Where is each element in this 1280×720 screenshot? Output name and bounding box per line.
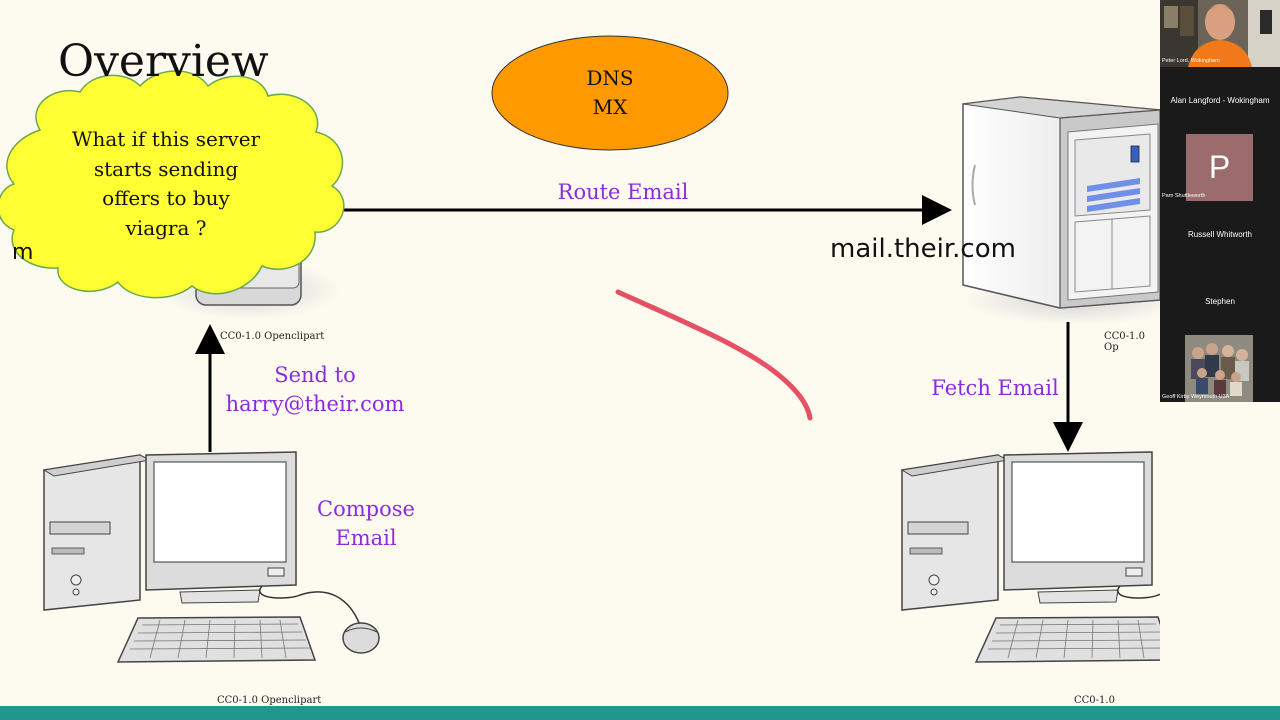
sender-server-label-partial: m (12, 240, 34, 265)
desktop-computer-icon (42, 451, 380, 663)
participant-video (1160, 335, 1280, 402)
participant-video (1160, 0, 1280, 67)
participant-name: Peter Lord, Wokingham (1162, 58, 1220, 64)
credit-left-server: CC0-1.0 Openclipart (220, 331, 325, 342)
compose-email-label: Compose Email (306, 495, 426, 553)
mx-label: MX (592, 95, 628, 119)
desktop-computer-icon (900, 451, 1160, 663)
participant-name: Stephen (1205, 297, 1235, 306)
participant-tile[interactable]: Peter Lord, Wokingham (1160, 0, 1280, 67)
pen-annotation (615, 289, 813, 421)
slide-title: Overview (58, 36, 269, 87)
server-icon (962, 96, 1160, 325)
participants-panel: Peter Lord, Wokingham Alan Langford - Wo… (1160, 0, 1280, 402)
fetch-email-label: Fetch Email (931, 376, 1059, 400)
participant-tile[interactable]: Stephen (1160, 268, 1280, 335)
avatar: P (1186, 134, 1253, 201)
credit-left-pc: CC0-1.0 Openclipart (217, 695, 322, 706)
callout-line: What if this server (71, 127, 261, 151)
participant-name: Geoff Kirby Weymouth U3A (1162, 394, 1230, 400)
participant-tile[interactable]: P Pam Shuttleworth (1160, 134, 1280, 201)
dns-mx-label: DNS MX (492, 64, 728, 122)
compose-line: Compose (317, 497, 415, 521)
recipient-address: harry@their.com (225, 392, 405, 416)
participant-tile[interactable]: Geoff Kirby Weymouth U3A (1160, 335, 1280, 402)
email-flow-diagram (0, 35, 1160, 663)
cloud-callout-icon (0, 70, 345, 299)
send-to-line: Send to (274, 363, 356, 387)
avatar-initial: P (1208, 149, 1231, 185)
route-email-label: Route Email (557, 180, 689, 204)
participant-name: Pam Shuttleworth (1162, 193, 1206, 199)
callout-line: starts sending (93, 156, 239, 181)
credit-right-server: CC0-1.0 Op (1104, 331, 1145, 353)
presentation-slide: Overview DNS MX What if this server star… (0, 35, 1160, 717)
callout-line: viagra ? (125, 215, 207, 240)
dns-ellipse-icon (491, 35, 729, 151)
email-line: Email (335, 526, 397, 550)
participant-tile[interactable]: Russell Whitworth (1160, 201, 1280, 268)
participant-name: Russell Whitworth (1187, 230, 1252, 239)
slide-footer-bar (0, 706, 1280, 720)
participant-tile[interactable]: Alan Langford - Wokingham (1160, 67, 1280, 134)
dns-label: DNS (586, 66, 634, 90)
their-server-label: mail.their.com (830, 234, 1016, 264)
callout-line: offers to buy (102, 186, 230, 210)
send-to-label: Send to harry@their.com (215, 361, 415, 419)
callout-text: What if this server starts sending offer… (48, 125, 284, 243)
participant-name: Alan Langford - Wokingham (1170, 96, 1270, 105)
